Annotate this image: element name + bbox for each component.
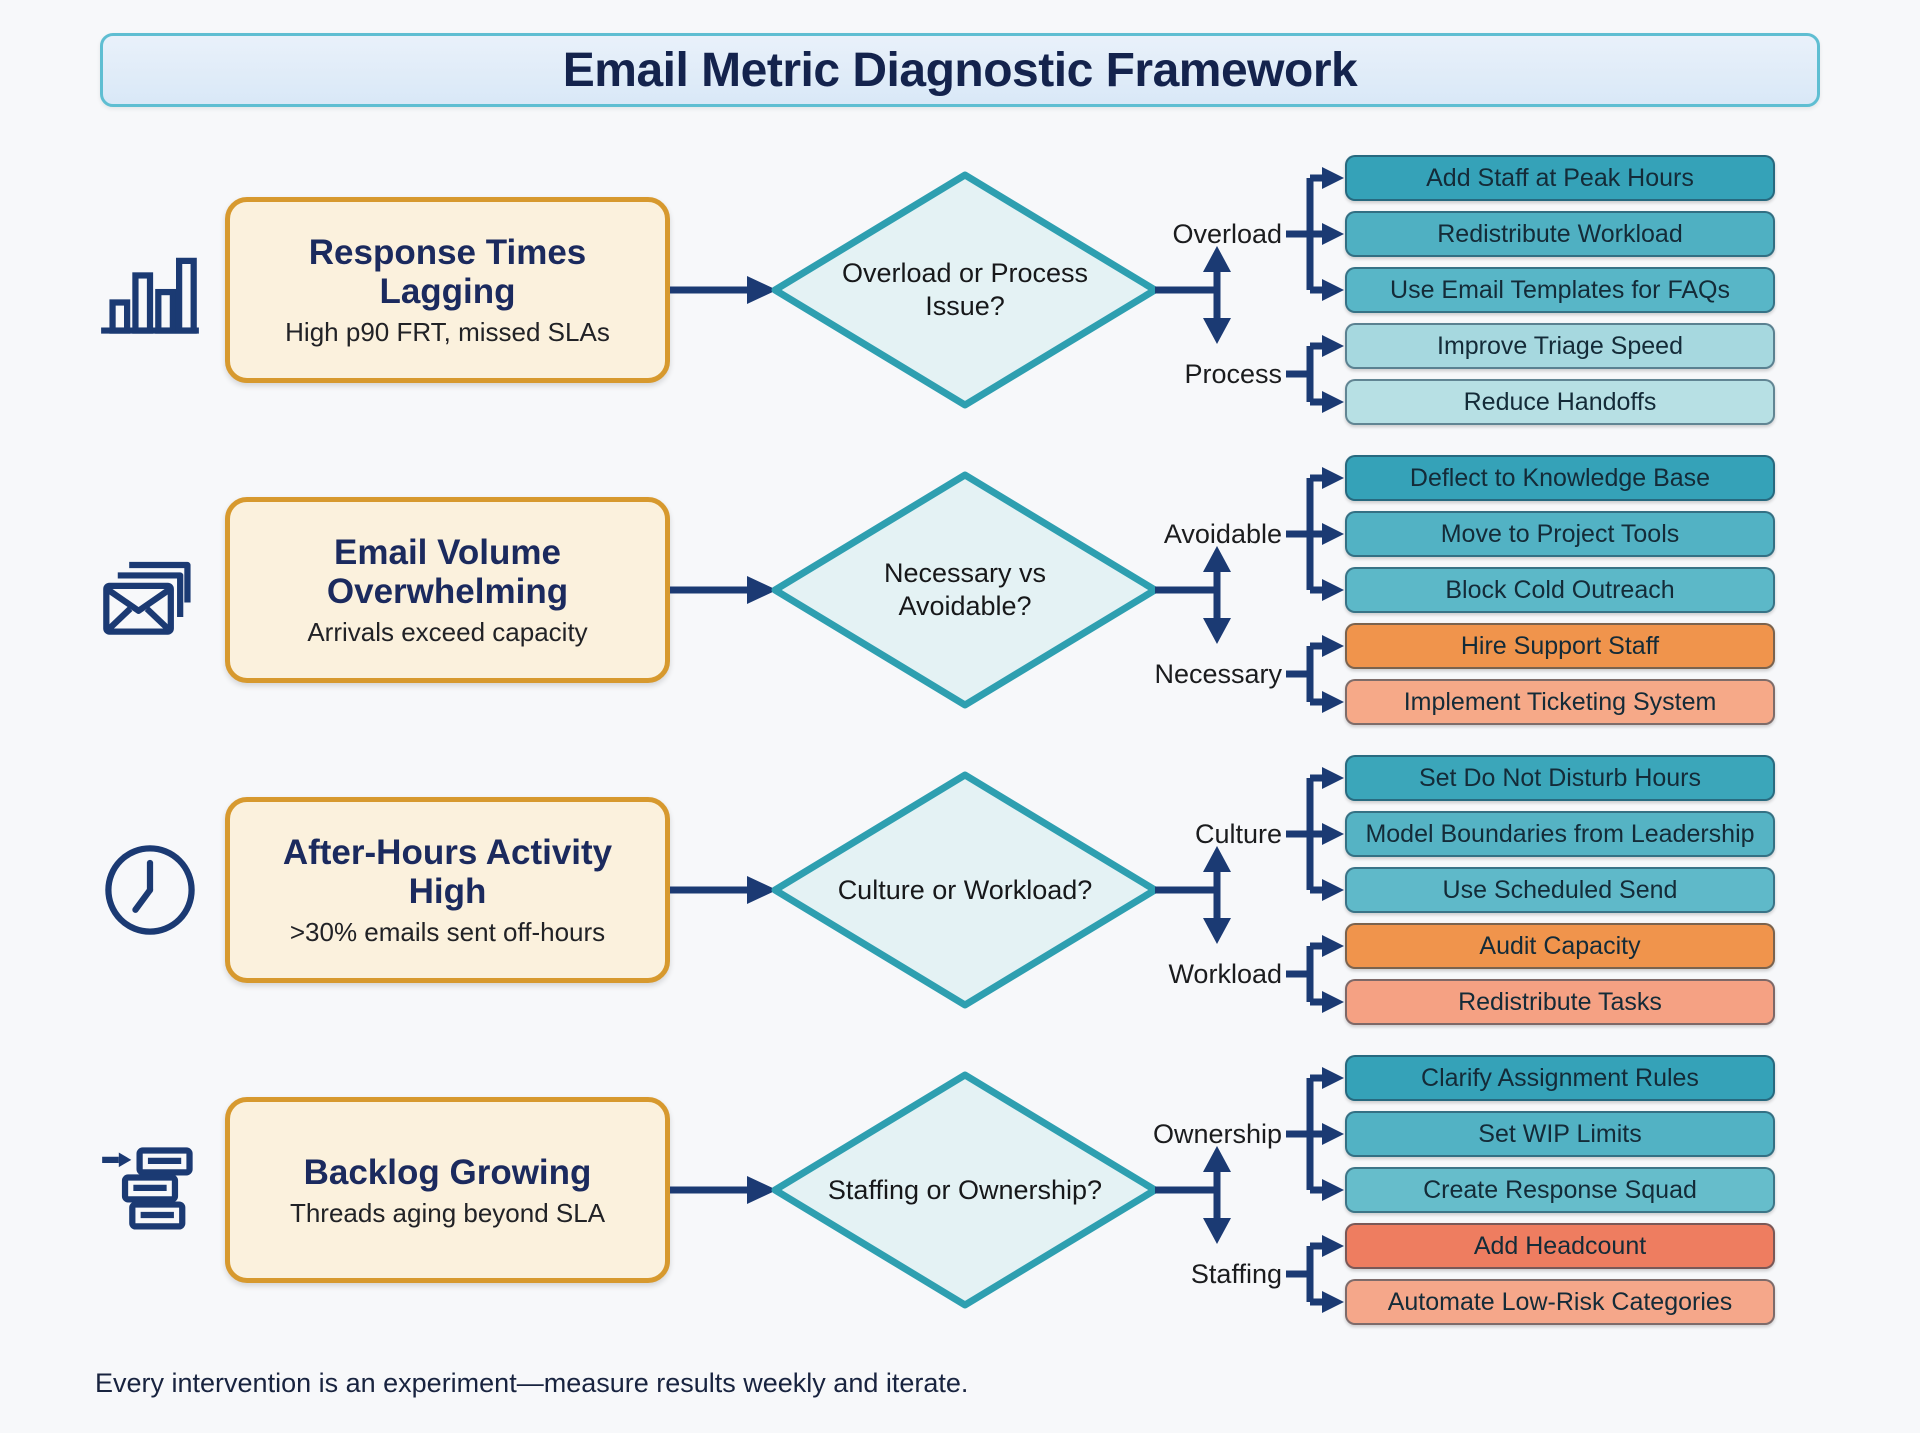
intervention-label: Block Cold Outreach [1445,575,1675,604]
intervention-label: Automate Low-Risk Categories [1387,1287,1733,1316]
intervention-box: Add Staff at Peak Hours [1345,155,1775,201]
problem-title: Email Volume Overwhelming [326,533,569,612]
intervention-box: Audit Capacity [1345,923,1775,969]
diagnostic-row: Backlog Growing Threads aging beyond SLA [0,1040,1920,1340]
intervention-box: Add Headcount [1345,1223,1775,1269]
intervention-box: Set Do Not Disturb Hours [1345,755,1775,801]
intervention-label: Implement Ticketing System [1403,687,1717,716]
intervention-label: Hire Support Staff [1460,631,1660,660]
mail-stack-icon [98,538,202,642]
intervention-box: Set WIP Limits [1345,1111,1775,1157]
intervention-box: Reduce Handoffs [1345,379,1775,425]
problem-subtitle: High p90 FRT, missed SLAs [285,317,610,348]
intervention-box: Redistribute Tasks [1345,979,1775,1025]
intervention-label: Create Response Squad [1423,1175,1697,1204]
intervention-label: Add Headcount [1473,1231,1647,1260]
problem-box: After-Hours Activity High >30% emails se… [225,797,670,983]
intervention-box: Implement Ticketing System [1345,679,1775,725]
intervention-box: Move to Project Tools [1345,511,1775,557]
connector-lines [670,1067,1344,1313]
footer-note: Every intervention is an experiment—meas… [95,1368,969,1398]
decision-diamond-label: Necessary vs Avoidable? [883,558,1047,621]
diagnostic-row: Response Times Lagging High p90 FRT, mis… [0,140,1920,440]
connector-lines [670,467,1344,713]
intervention-label: Use Scheduled Send [1442,875,1678,904]
branch-label-top: Overload [1172,219,1282,249]
decision-diamond-label: Overload or Process Issue? [841,258,1089,321]
intervention-box: Improve Triage Speed [1345,323,1775,369]
intervention-box: Use Scheduled Send [1345,867,1775,913]
decision-diamond-label: Staffing or Ownership? [827,1174,1103,1205]
intervention-label: Audit Capacity [1479,931,1641,960]
diagnostic-row: After-Hours Activity High >30% emails se… [0,740,1920,1040]
title-banner: Email Metric Diagnostic Framework [100,33,1820,107]
branch-label-bottom: Staffing [1190,1259,1282,1289]
problem-box: Backlog Growing Threads aging beyond SLA [225,1097,670,1283]
problem-subtitle: Arrivals exceed capacity [307,617,588,648]
branch-label-bottom: Workload [1168,959,1282,989]
intervention-label: Set WIP Limits [1478,1119,1642,1148]
intervention-label: Move to Project Tools [1440,519,1680,548]
problem-title: Response Times Lagging [308,233,587,312]
branch-label-top: Avoidable [1163,519,1282,549]
branch-label-bottom: Necessary [1154,659,1282,689]
backlog-icon [98,1138,202,1242]
connector-lines [670,767,1344,1013]
problem-subtitle: >30% emails sent off-hours [289,917,606,948]
intervention-label: Add Staff at Peak Hours [1426,163,1694,192]
intervention-box: Automate Low-Risk Categories [1345,1279,1775,1325]
page-title: Email Metric Diagnostic Framework [562,43,1358,97]
clock-icon [98,838,202,942]
intervention-box: Create Response Squad [1345,1167,1775,1213]
intervention-label: Set Do Not Disturb Hours [1418,763,1702,792]
problem-title: Backlog Growing [303,1152,592,1192]
branch-label-bottom: Process [1184,359,1282,389]
decision-diamond-label: Culture or Workload? [837,874,1093,905]
intervention-label: Use Email Templates for FAQs [1390,275,1730,304]
intervention-box: Deflect to Knowledge Base [1345,455,1775,501]
intervention-label: Model Boundaries from Leadership [1365,819,1755,848]
connector-lines [670,167,1344,413]
intervention-box: Model Boundaries from Leadership [1345,811,1775,857]
branch-label-top: Ownership [1152,1119,1282,1149]
intervention-box: Clarify Assignment Rules [1345,1055,1775,1101]
intervention-box: Hire Support Staff [1345,623,1775,669]
intervention-label: Redistribute Workload [1437,219,1683,248]
intervention-box: Use Email Templates for FAQs [1345,267,1775,313]
intervention-label: Redistribute Tasks [1458,987,1662,1016]
intervention-label: Reduce Handoffs [1463,387,1657,416]
intervention-box: Block Cold Outreach [1345,567,1775,613]
intervention-box: Redistribute Workload [1345,211,1775,257]
problem-box: Response Times Lagging High p90 FRT, mis… [225,197,670,383]
problem-title: After-Hours Activity High [282,833,613,912]
problem-box: Email Volume Overwhelming Arrivals excee… [225,497,670,683]
diagnostic-row: Email Volume Overwhelming Arrivals excee… [0,440,1920,740]
bar-chart-icon [98,238,202,342]
branch-label-top: Culture [1194,819,1282,849]
intervention-label: Deflect to Knowledge Base [1409,463,1711,492]
intervention-label: Improve Triage Speed [1437,331,1683,360]
problem-subtitle: Threads aging beyond SLA [289,1197,606,1228]
intervention-label: Clarify Assignment Rules [1421,1063,1699,1092]
